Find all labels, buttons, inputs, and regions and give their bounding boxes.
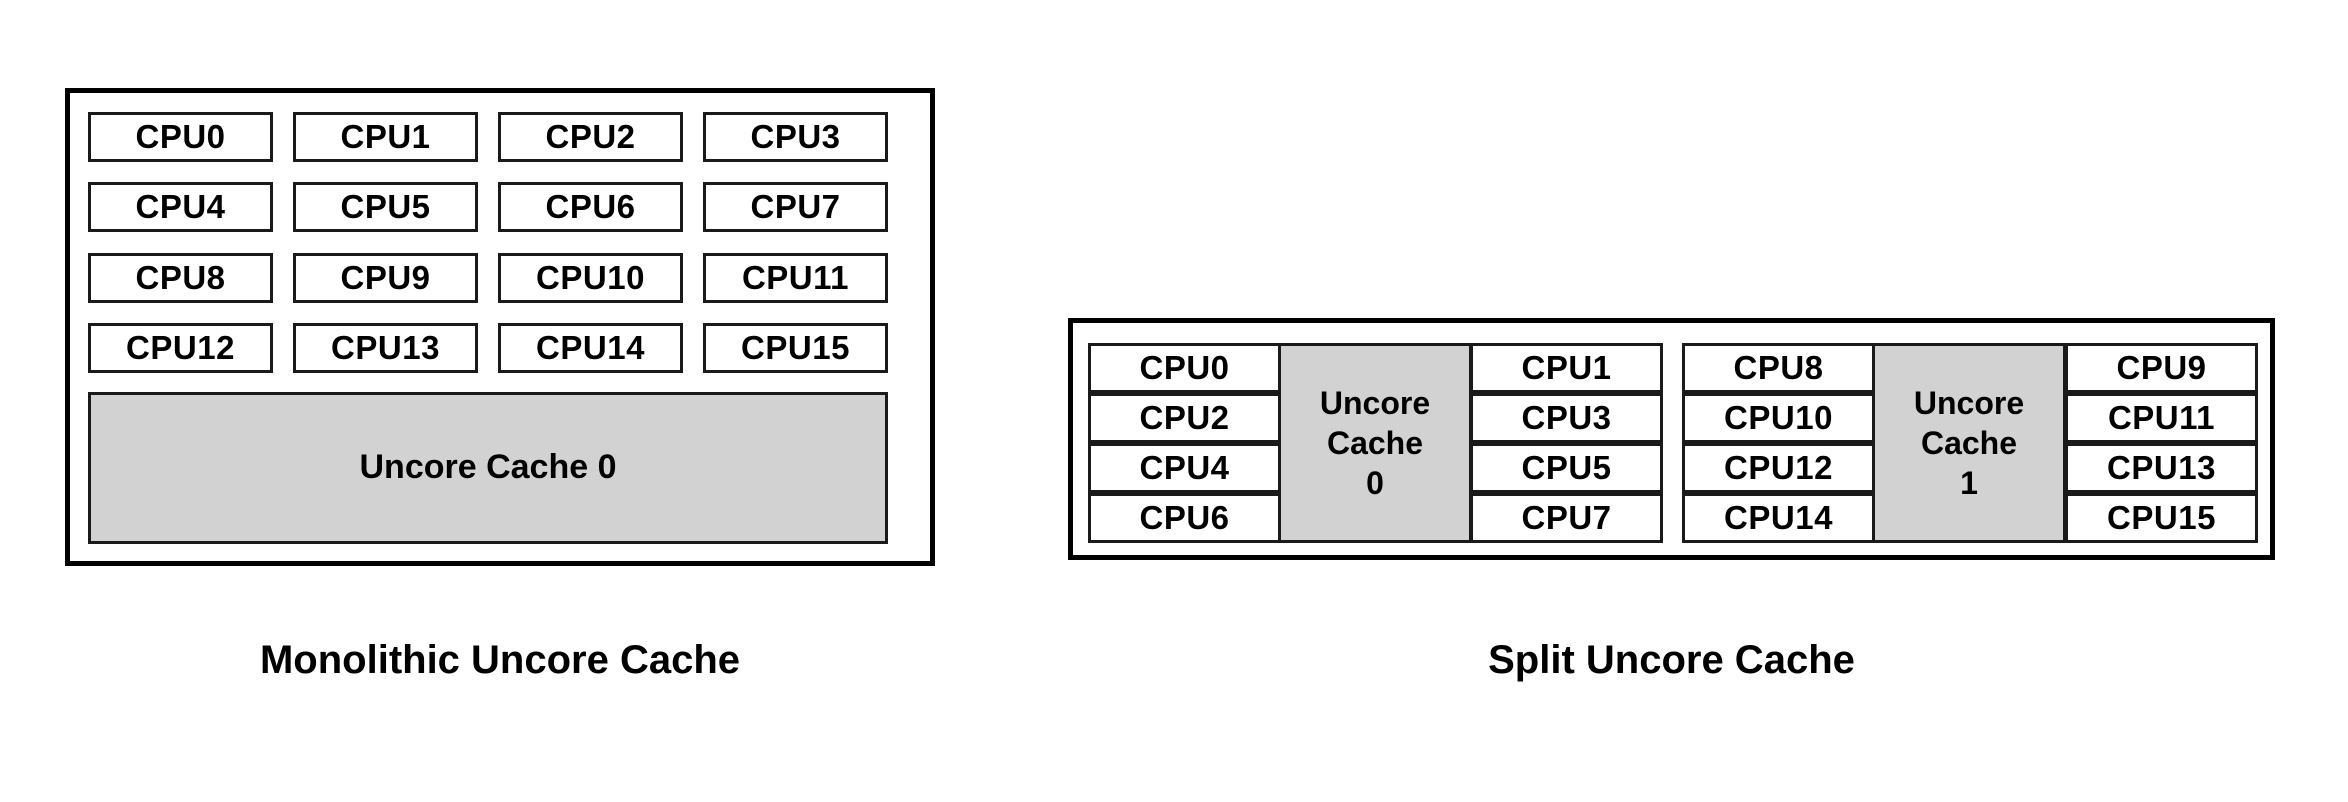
cpu-box: CPU9 — [2065, 343, 2258, 393]
cpu-box: CPU4 — [1088, 443, 1281, 493]
split-group-0-left-column: CPU0 CPU2 CPU4 CPU6 — [1088, 343, 1281, 543]
cpu-box: CPU2 — [1088, 393, 1281, 443]
cpu-box: CPU10 — [1682, 393, 1875, 443]
split-caption: Split Uncore Cache — [1488, 638, 1855, 682]
split-group-1: CPU8 CPU10 CPU12 CPU14 Uncore Cache 1 CP… — [1682, 343, 2258, 543]
cpu-box: CPU13 — [293, 323, 478, 373]
monolithic-cpu-grid: CPU0 CPU1 CPU2 CPU3 CPU4 CPU5 CPU6 CPU7 … — [88, 112, 916, 373]
cpu-box: CPU4 — [88, 182, 273, 232]
cpu-box: CPU13 — [2065, 443, 2258, 493]
cpu-box: CPU9 — [293, 253, 478, 303]
cpu-box: CPU12 — [1682, 443, 1875, 493]
cpu-box: CPU1 — [1470, 343, 1663, 393]
cpu-box: CPU7 — [1470, 493, 1663, 543]
cache-label-line: Uncore — [1913, 385, 2025, 421]
cpu-box: CPU10 — [498, 253, 683, 303]
uncore-cache-box: Uncore Cache 0 — [1278, 343, 1472, 543]
cpu-box: CPU14 — [1682, 493, 1875, 543]
cpu-box: CPU8 — [88, 253, 273, 303]
cpu-box: CPU15 — [703, 323, 888, 373]
split-group-0-right-column: CPU1 CPU3 CPU5 CPU7 — [1470, 343, 1663, 543]
cache-label-line: Cache — [1920, 425, 2018, 461]
cpu-box: CPU14 — [498, 323, 683, 373]
cache-label-line: Cache — [1326, 425, 1424, 461]
cpu-box: CPU2 — [498, 112, 683, 162]
cpu-box: CPU5 — [1470, 443, 1663, 493]
cpu-box: CPU3 — [703, 112, 888, 162]
cpu-box: CPU0 — [1088, 343, 1281, 393]
cpu-box: CPU3 — [1470, 393, 1663, 443]
cpu-box: CPU5 — [293, 182, 478, 232]
cpu-box: CPU0 — [88, 112, 273, 162]
cpu-box: CPU15 — [2065, 493, 2258, 543]
split-group-0: CPU0 CPU2 CPU4 CPU6 Uncore Cache 0 CPU1 … — [1088, 343, 1663, 543]
cpu-box: CPU6 — [498, 182, 683, 232]
cache-label-line: 0 — [1366, 465, 1384, 501]
monolithic-caption: Monolithic Uncore Cache — [259, 638, 741, 682]
split-group-1-right-column: CPU9 CPU11 CPU13 CPU15 — [2065, 343, 2258, 543]
uncore-cache-box: Uncore Cache 0 — [88, 392, 888, 544]
cpu-box: CPU11 — [2065, 393, 2258, 443]
cache-label-line: Uncore — [1319, 385, 1431, 421]
cpu-box: CPU11 — [703, 253, 888, 303]
cpu-box: CPU1 — [293, 112, 478, 162]
cache-label-line: 1 — [1960, 465, 1978, 501]
cpu-box: CPU12 — [88, 323, 273, 373]
uncore-cache-box: Uncore Cache 1 — [1872, 343, 2066, 543]
cpu-box: CPU8 — [1682, 343, 1875, 393]
cpu-box: CPU7 — [703, 182, 888, 232]
split-group-1-left-column: CPU8 CPU10 CPU12 CPU14 — [1682, 343, 1875, 543]
cpu-box: CPU6 — [1088, 493, 1281, 543]
